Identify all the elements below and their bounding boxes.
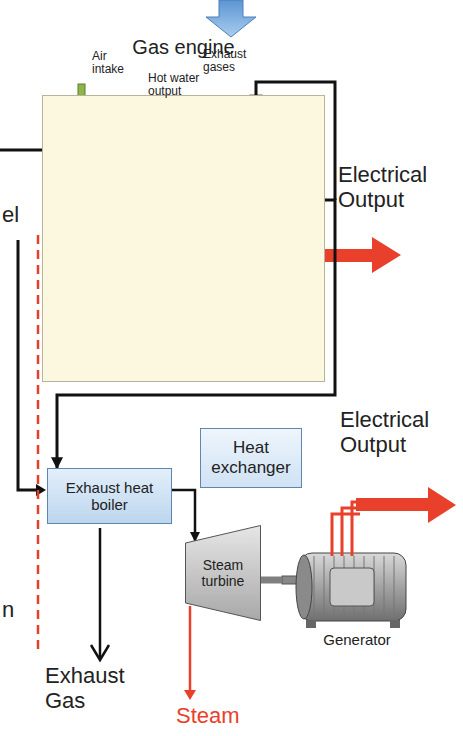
- turbine-shape: Steam turbine: [185, 525, 261, 621]
- part-label: Hot water output: [148, 72, 218, 99]
- cooling-fin: [394, 556, 395, 618]
- engine-panel: Gas engine: [42, 95, 325, 382]
- part-label: Air intake: [92, 50, 138, 77]
- steam-arrow: [184, 690, 196, 700]
- generator-illustration: [428, 487, 456, 523]
- exhaust-arrow: [91, 528, 109, 660]
- generator-box: Generator: [282, 548, 432, 648]
- power-arrow: [372, 237, 401, 273]
- fuel-line: [18, 240, 38, 490]
- steam-arrow: [189, 606, 192, 694]
- generator-illustration: [332, 502, 360, 556]
- flow-label: n: [2, 598, 14, 623]
- input-arrow: [206, 0, 256, 37]
- fuel-line: [0, 149, 48, 152]
- generator-illustration: [314, 556, 394, 618]
- exhaust-arrow: [99, 528, 102, 658]
- generator-illustration: [300, 553, 406, 621]
- cooling-fin: [324, 556, 325, 618]
- node-text: Steam turbine: [192, 557, 254, 589]
- node-text: Heat exchanger: [209, 438, 293, 477]
- cooling-fin: [314, 556, 315, 618]
- generator-illustration: [282, 487, 456, 628]
- generator-illustration: [306, 620, 316, 628]
- generator-illustration: [330, 568, 374, 606]
- flow-connector: [172, 490, 195, 541]
- part-label: Exhaust gases: [203, 48, 255, 75]
- generator-illustration: [356, 498, 430, 511]
- flow-label: Electrical Output: [340, 408, 460, 457]
- node-text: Generator: [323, 631, 391, 648]
- flow-label: el: [2, 203, 19, 228]
- generator-illustration: [296, 555, 312, 619]
- cooling-fin: [384, 556, 385, 618]
- flow-label: Steam: [176, 704, 240, 729]
- dashed-line: [37, 235, 40, 650]
- steam-arrow: [184, 606, 196, 700]
- exhaust-arrow: [91, 645, 109, 660]
- shaft-connector: [261, 577, 282, 584]
- generator-illustration: [390, 620, 400, 628]
- node-text: Exhaust heat boiler: [56, 479, 163, 514]
- process-box: Heat exchanger: [200, 428, 302, 488]
- turbine-outline: [186, 526, 261, 621]
- process-box: Exhaust heat boiler: [47, 468, 172, 524]
- flow-label: Electrical Output: [338, 163, 458, 212]
- node-heading: Gas engine: [43, 36, 324, 59]
- flow-label: Exhaust Gas: [45, 664, 145, 713]
